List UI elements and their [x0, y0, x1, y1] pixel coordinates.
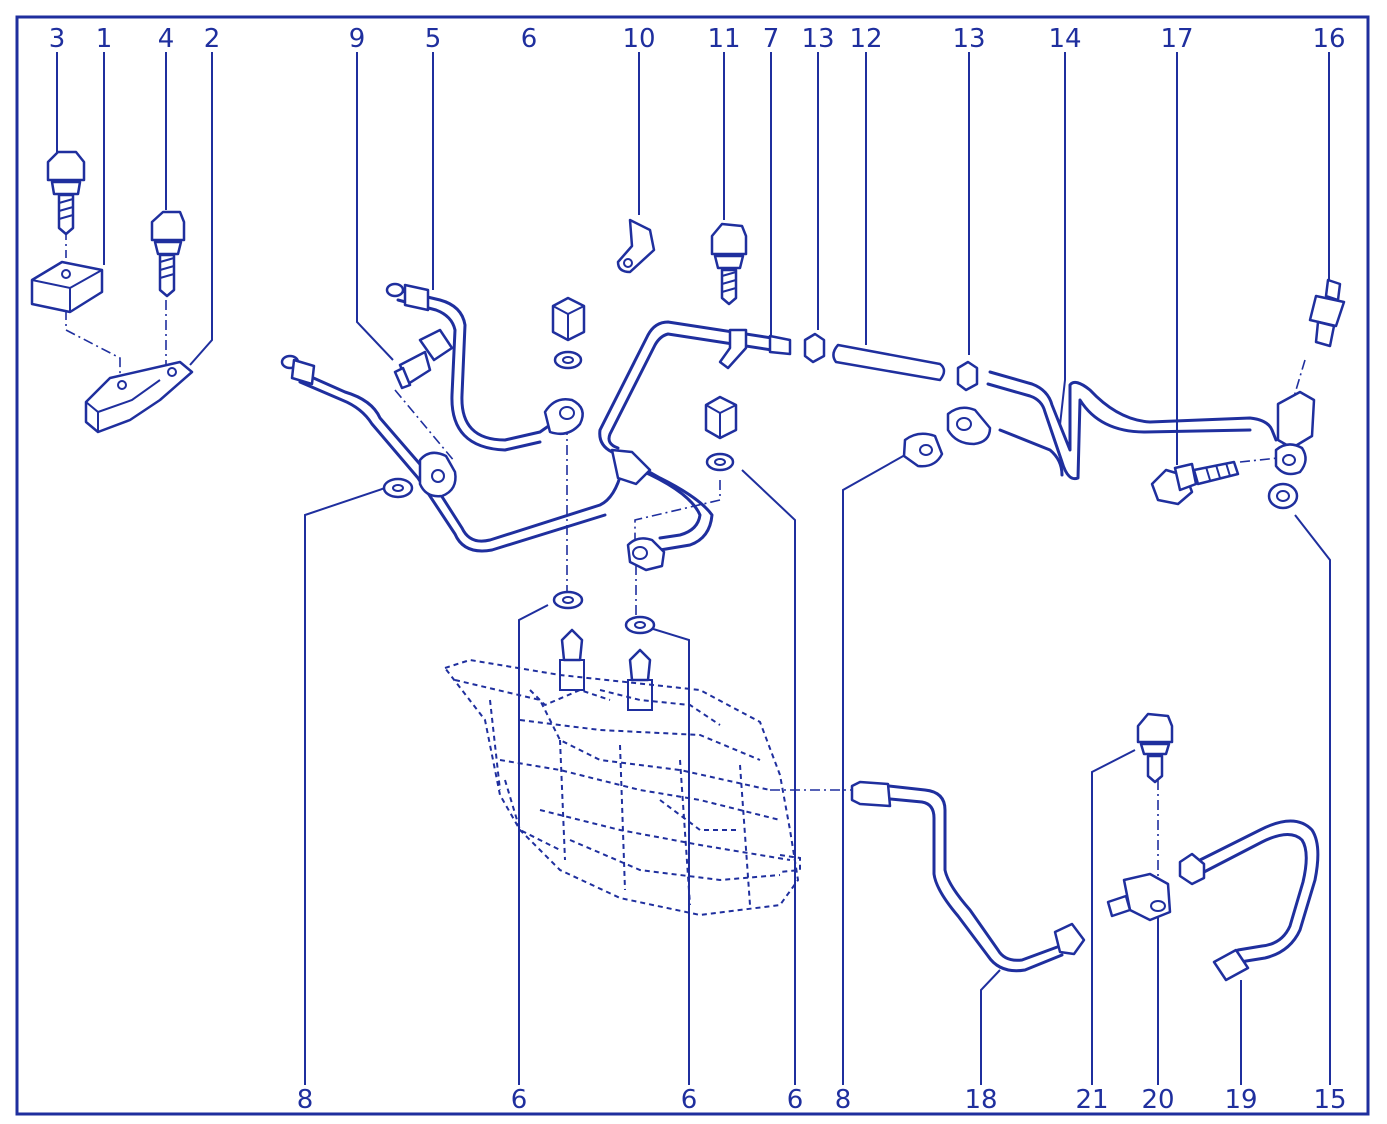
label-15: 15 — [1313, 1085, 1346, 1115]
label-2: 2 — [204, 24, 221, 54]
label-10: 10 — [622, 24, 655, 54]
label-9: 9 — [349, 24, 366, 54]
nut-cap-6-a — [551, 296, 586, 342]
label-14: 14 — [1048, 24, 1081, 54]
fuel-pipe-14 — [946, 370, 1316, 481]
label-18: 18 — [964, 1085, 997, 1115]
label-8-right: 8 — [835, 1085, 852, 1115]
bolt-4 — [150, 210, 186, 298]
label-6-a: 6 — [511, 1085, 528, 1115]
washer-8-left — [382, 477, 414, 499]
leader-lines — [56, 52, 1331, 1085]
union-20 — [1106, 872, 1172, 922]
nut-cap-6-b — [704, 395, 738, 440]
sensor-16 — [1308, 278, 1346, 348]
label-6-top: 6 — [521, 24, 538, 54]
bolt-3 — [46, 150, 86, 236]
washer-6-b — [705, 452, 735, 472]
label-13-a: 13 — [801, 24, 834, 54]
hose-clamp-13-a — [803, 332, 826, 364]
label-7: 7 — [763, 24, 780, 54]
bracket-2 — [84, 360, 194, 434]
hose-12 — [832, 343, 946, 382]
washer-8-right — [902, 432, 944, 468]
label-4: 4 — [158, 24, 175, 54]
label-11: 11 — [707, 24, 740, 54]
label-12: 12 — [849, 24, 882, 54]
banjo-bolt-17 — [1150, 460, 1240, 506]
fuel-pipe-18 — [850, 780, 1086, 973]
clamp-1 — [30, 260, 104, 314]
label-8-left: 8 — [297, 1085, 314, 1115]
bolt-11 — [710, 222, 748, 306]
callout-labels-top: 3 1 4 2 9 5 6 10 11 7 13 12 13 14 17 16 — [49, 24, 1346, 54]
clip-10 — [616, 218, 656, 274]
fuel-pipe-left — [280, 354, 624, 553]
callout-labels-bottom: 8 6 6 6 8 18 21 20 19 15 — [297, 1085, 1347, 1115]
diagram-frame — [15, 15, 1370, 1116]
fuel-pipe-5 — [385, 282, 584, 452]
label-5: 5 — [425, 24, 442, 54]
label-1: 1 — [96, 24, 113, 54]
label-20: 20 — [1141, 1085, 1174, 1115]
fuel-pipe-19 — [1178, 819, 1320, 982]
label-13-b: 13 — [952, 24, 985, 54]
label-6-b: 6 — [681, 1085, 698, 1115]
label-16: 16 — [1312, 24, 1345, 54]
fuel-pipe-7 — [598, 320, 792, 572]
banjo-bolt-9 — [393, 328, 454, 390]
alignment-lines — [65, 230, 1306, 905]
washer-6-a — [553, 350, 583, 370]
washer-6-c — [552, 590, 584, 610]
hose-clamp-13-b — [956, 360, 979, 392]
label-19: 19 — [1224, 1085, 1257, 1115]
label-3: 3 — [49, 24, 66, 54]
label-21: 21 — [1075, 1085, 1108, 1115]
bolt-21 — [1136, 712, 1174, 784]
washer-15 — [1267, 482, 1299, 510]
label-6-c: 6 — [787, 1085, 804, 1115]
label-17: 17 — [1160, 24, 1193, 54]
injection-pump-outline — [443, 628, 801, 917]
washer-6-d — [624, 615, 656, 635]
